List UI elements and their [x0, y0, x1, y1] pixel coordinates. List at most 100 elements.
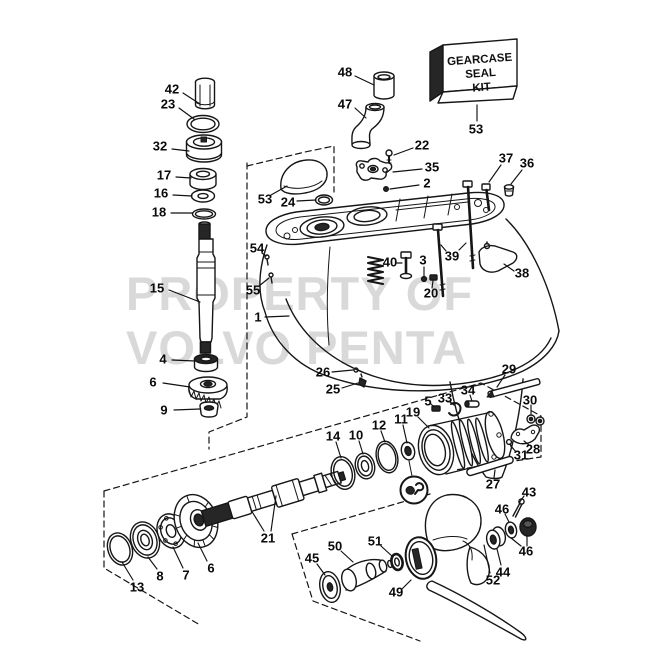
plug-3	[420, 275, 428, 283]
leader-line-8	[147, 556, 158, 570]
leader-line-17	[175, 176, 192, 179]
o-ring-23	[186, 114, 220, 134]
kit-box-line2: SEAL	[465, 67, 496, 81]
bolt-39a	[432, 223, 446, 298]
leader-line-27	[493, 469, 496, 479]
leader-line-10	[358, 440, 364, 455]
thrust-hub-50	[341, 558, 393, 592]
bearing-4	[193, 353, 219, 373]
leader-line-15	[168, 289, 201, 303]
thrust-washer-45	[319, 570, 341, 604]
leader-line-50	[340, 550, 354, 563]
leader-line-21	[270, 495, 277, 532]
anode-strap-28	[510, 424, 541, 445]
screw-55	[268, 272, 274, 284]
bearing-10	[354, 452, 376, 480]
cotter-pin-43	[512, 498, 525, 518]
leader-line-29	[496, 374, 506, 388]
housing-hardware	[264, 159, 518, 388]
leader-line-38	[503, 263, 515, 272]
leader-line-34	[469, 394, 473, 402]
water-tube-47	[351, 102, 385, 150]
tube-sleeve-48	[373, 71, 395, 100]
screw-54	[264, 254, 270, 266]
leader-line-7	[172, 546, 184, 569]
leader-line-45	[316, 563, 326, 576]
o-ring-18	[191, 208, 217, 220]
trim-tab-38	[478, 241, 518, 273]
leader-line-23	[178, 107, 195, 120]
o-ring-12	[375, 440, 399, 474]
leader-line-14	[335, 441, 342, 459]
leader-line-13	[121, 561, 134, 581]
spring	[367, 256, 384, 285]
propeller-shaft-21	[200, 470, 347, 528]
anode-25	[358, 373, 367, 388]
screw-22	[385, 149, 393, 167]
plug-36	[503, 184, 515, 197]
leader-line-47	[354, 107, 367, 119]
screw-2	[383, 185, 390, 192]
deck-hardware	[355, 149, 393, 192]
bushing-32	[185, 134, 223, 163]
leader-line-31	[510, 445, 517, 453]
leader-line-55	[258, 277, 270, 287]
propshaft-assembly	[106, 470, 347, 566]
cap-53	[280, 159, 328, 195]
seal-11	[400, 441, 416, 461]
water-tube-parts	[351, 71, 395, 150]
carrier-assembly	[330, 377, 545, 505]
leader-line-9	[173, 408, 201, 411]
leader-line-43	[518, 495, 525, 504]
bearing-17	[189, 167, 217, 191]
leader-line-44	[496, 548, 502, 566]
bolt-39b	[462, 180, 476, 270]
housing-body	[259, 244, 560, 392]
prop-nut-46	[519, 517, 537, 537]
leader-line-35	[392, 168, 423, 173]
leader-line-48	[354, 75, 375, 86]
pin-34	[464, 400, 480, 408]
leader-line-39	[440, 244, 447, 252]
leader-line-25	[341, 382, 359, 389]
leader-line-53	[270, 185, 288, 196]
sleeve-42	[194, 77, 216, 110]
housing-deck	[265, 191, 505, 246]
leader-line-51	[380, 545, 394, 558]
leader-line-39	[458, 242, 467, 251]
bearing-carrier-19	[417, 410, 506, 476]
seal-16	[190, 189, 216, 203]
leader-line-46	[504, 513, 510, 523]
leader-line-36	[510, 169, 523, 185]
leader-line-4	[171, 359, 196, 362]
leader-line-5	[430, 403, 435, 408]
leader-line-49	[401, 579, 412, 590]
pinion-nut-9	[199, 401, 219, 418]
retainer-plate-35	[355, 157, 393, 181]
leader-line-6	[197, 542, 208, 562]
shift-rod-27	[466, 455, 514, 477]
leader-line-28	[523, 440, 530, 446]
rod-29	[486, 377, 541, 399]
kit-box-line3: KIT	[472, 81, 491, 94]
washer-46	[504, 521, 518, 539]
leader-line-21	[250, 509, 265, 532]
leader-line-46	[510, 537, 522, 547]
seal-ring-14	[330, 456, 356, 490]
leader-line-11	[402, 424, 408, 444]
leader-line-37	[488, 164, 502, 183]
ring-24	[314, 194, 334, 206]
leader-line-42	[182, 92, 201, 105]
leader-line-54	[261, 252, 267, 257]
leader-line-26	[331, 369, 354, 373]
propeller-49	[404, 493, 527, 641]
propeller-assembly	[319, 493, 537, 641]
bolt-40	[399, 251, 413, 280]
driveshaft-15	[196, 221, 216, 354]
leader-line-19	[417, 416, 430, 429]
leader-line-33	[448, 400, 455, 406]
leader-line-22	[393, 147, 414, 156]
leader-line-24	[296, 199, 317, 202]
